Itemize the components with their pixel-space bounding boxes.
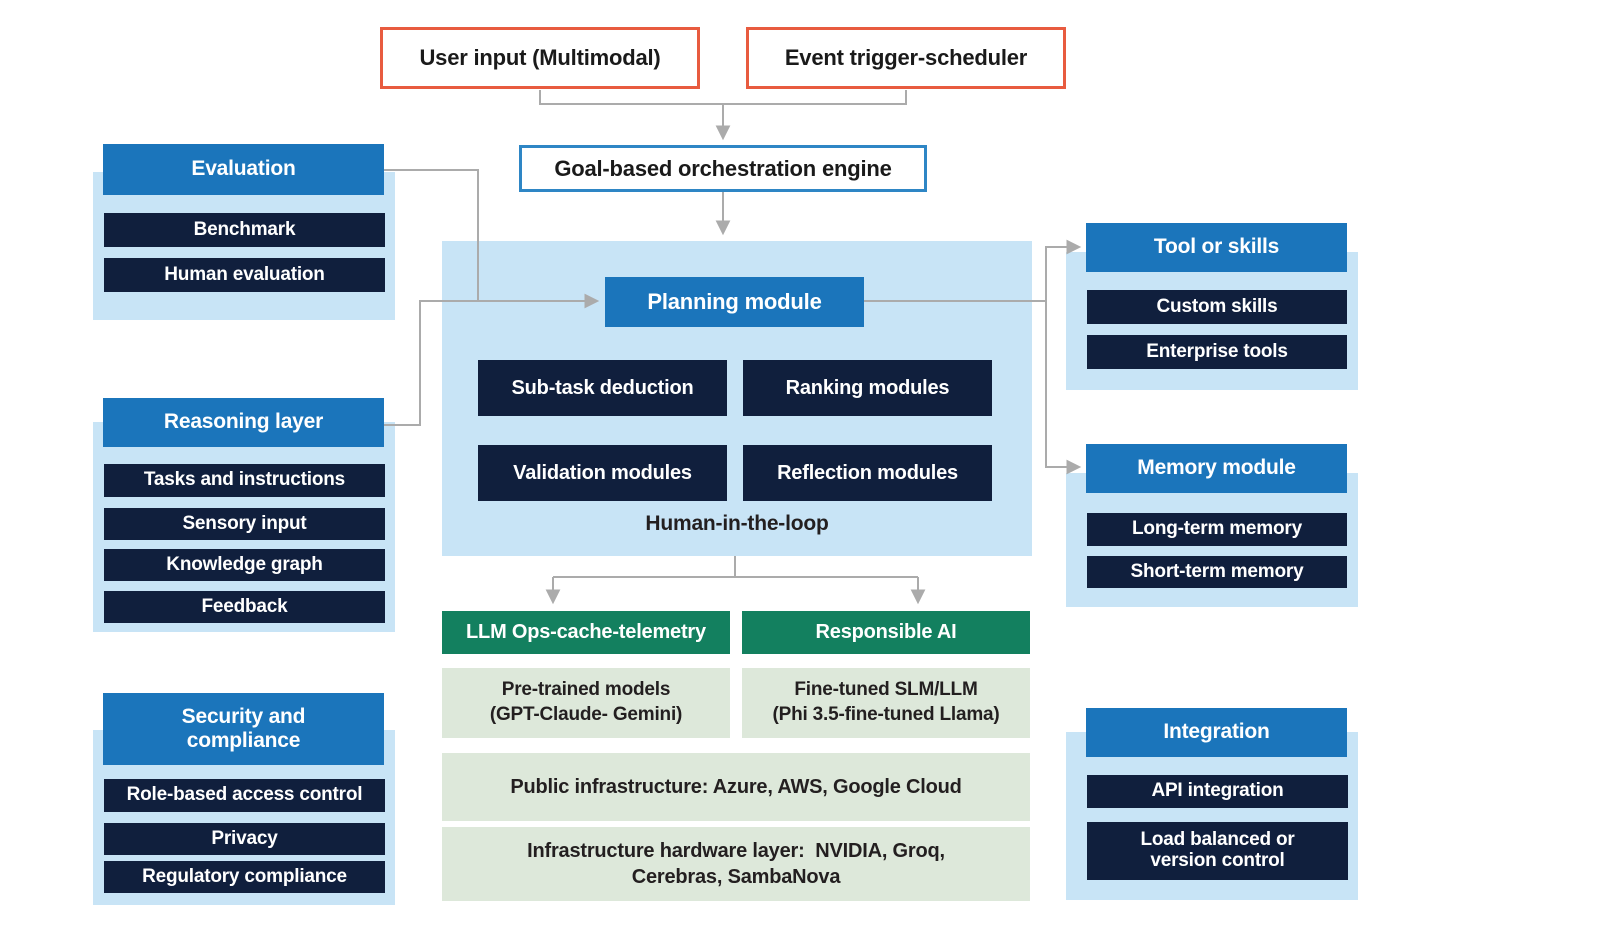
reasoning-item-feedback: Feedback <box>104 591 385 623</box>
user-input-label: User input (Multimodal) <box>419 45 661 70</box>
short-term-label: Short-term memory <box>1130 560 1304 582</box>
memory-item-long-term: Long-term memory <box>1087 513 1347 546</box>
reasoning-item-knowledge-graph: Knowledge graph <box>104 549 385 581</box>
api-integration-label: API integration <box>1151 780 1284 802</box>
knowledge-graph-label: Knowledge graph <box>166 553 323 575</box>
security-title: Security and compliance <box>181 704 306 752</box>
security-item-regulatory: Regulatory compliance <box>104 861 385 893</box>
finetuned-line1: Fine-tuned SLM/LLM <box>794 679 978 701</box>
llm-ops-title: LLM Ops-cache-telemetry <box>466 621 706 643</box>
event-trigger-box: Event trigger-scheduler <box>746 27 1066 89</box>
tools-item-enterprise-tools: Enterprise tools <box>1087 335 1347 369</box>
custom-skills-label: Custom skills <box>1156 295 1278 317</box>
evaluation-header: Evaluation <box>103 144 384 195</box>
orchestration-engine-label: Goal-based orchestration engine <box>554 155 892 181</box>
reasoning-item-tasks: Tasks and instructions <box>104 464 385 497</box>
integration-item-api: API integration <box>1087 775 1348 808</box>
long-term-label: Long-term memory <box>1132 518 1302 540</box>
reasoning-item-sensory: Sensory input <box>104 508 385 540</box>
evaluation-item-human-evaluation: Human evaluation <box>104 258 385 292</box>
reflection-label: Reflection modules <box>777 462 958 484</box>
planning-module-subtask: Sub-task deduction <box>478 360 727 416</box>
hardware-line1: Infrastructure hardware layer: NVIDIA, G… <box>527 840 945 862</box>
reasoning-title: Reasoning layer <box>163 410 324 434</box>
responsible-ai-header: Responsible AI <box>742 611 1030 654</box>
integration-item-load-balanced: Load balanced or version control <box>1087 822 1348 880</box>
planning-module-ranking: Ranking modules <box>743 360 992 416</box>
memory-title: Memory module <box>1137 456 1296 480</box>
integration-header: Integration <box>1086 708 1347 757</box>
integration-title: Integration <box>1163 720 1270 744</box>
hardware-layer-box: Infrastructure hardware layer: NVIDIA, G… <box>442 827 1030 901</box>
orchestration-engine-box: Goal-based orchestration engine <box>519 145 927 192</box>
privacy-label: Privacy <box>211 827 278 849</box>
planning-module-reflection: Reflection modules <box>743 445 992 501</box>
tasks-label: Tasks and instructions <box>143 469 346 491</box>
evaluation-title: Evaluation <box>191 157 296 181</box>
security-item-privacy: Privacy <box>104 823 385 855</box>
sensory-label: Sensory input <box>182 512 307 534</box>
tools-item-custom-skills: Custom skills <box>1087 290 1347 324</box>
finetuned-line2: (Phi 3.5-fine-tuned Llama) <box>772 704 1000 725</box>
public-infrastructure-box: Public infrastructure: Azure, AWS, Googl… <box>442 753 1030 821</box>
pretrained-models-box: Pre-trained models (GPT-Claude- Gemini) <box>442 668 730 738</box>
human-in-the-loop-text: Human-in-the-loop <box>645 512 829 535</box>
memory-header: Memory module <box>1086 444 1347 493</box>
planning-module-validation: Validation modules <box>478 445 727 501</box>
security-item-rbac: Role-based access control <box>104 779 385 812</box>
feedback-label: Feedback <box>201 595 288 617</box>
human-evaluation-label: Human evaluation <box>164 263 325 285</box>
rbac-label: Role-based access control <box>126 784 363 806</box>
finetuned-models-box: Fine-tuned SLM/LLM (Phi 3.5-fine-tuned L… <box>742 668 1030 738</box>
load-balanced-label: Load balanced or version control <box>1140 829 1295 871</box>
benchmark-label: Benchmark <box>193 218 296 240</box>
user-input-box: User input (Multimodal) <box>380 27 700 89</box>
subtask-label: Sub-task deduction <box>511 377 694 399</box>
tools-header: Tool or skills <box>1086 223 1347 272</box>
event-trigger-label: Event trigger-scheduler <box>784 45 1028 70</box>
evaluation-item-benchmark: Benchmark <box>104 213 385 247</box>
pretrained-line2: (GPT-Claude- Gemini) <box>489 704 683 725</box>
memory-item-short-term: Short-term memory <box>1087 556 1347 588</box>
pretrained-line1: Pre-trained models <box>501 679 671 701</box>
public-infrastructure-label: Public infrastructure: Azure, AWS, Googl… <box>510 776 962 798</box>
enterprise-tools-label: Enterprise tools <box>1146 340 1288 362</box>
ranking-label: Ranking modules <box>785 377 950 399</box>
hardware-line2: Cerebras, SambaNova <box>631 866 841 888</box>
validation-label: Validation modules <box>513 462 692 484</box>
reasoning-header: Reasoning layer <box>103 398 384 447</box>
planning-header: Planning module <box>605 277 864 327</box>
tools-title: Tool or skills <box>1153 235 1280 259</box>
responsible-ai-title: Responsible AI <box>815 621 957 643</box>
planning-title: Planning module <box>647 289 822 315</box>
regulatory-label: Regulatory compliance <box>142 865 347 887</box>
llm-ops-header: LLM Ops-cache-telemetry <box>442 611 730 654</box>
security-header: Security and compliance <box>103 693 384 765</box>
human-in-the-loop-label: Human-in-the-loop <box>442 512 1032 542</box>
